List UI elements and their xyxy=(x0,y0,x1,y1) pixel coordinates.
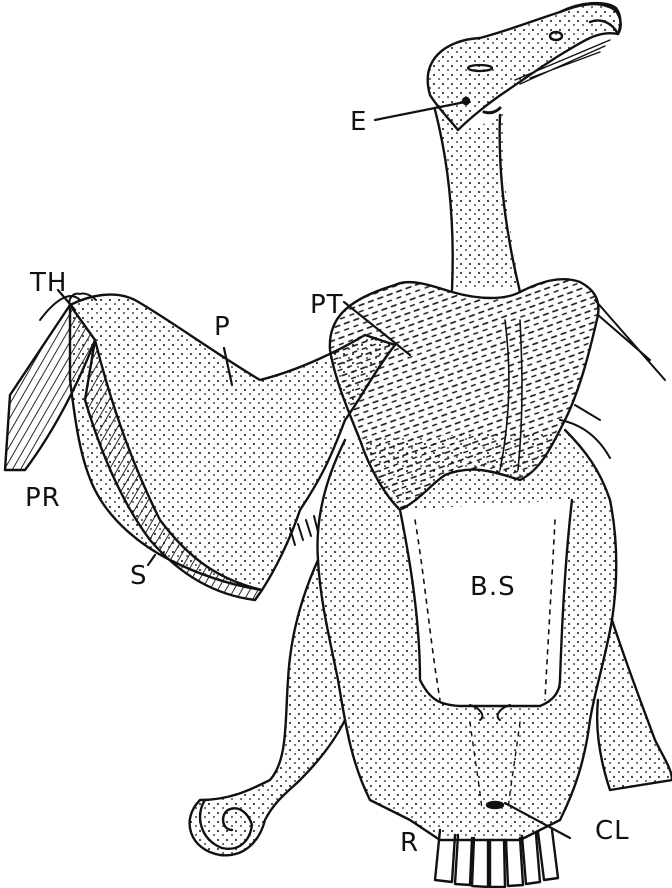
label-BS: B.S xyxy=(470,572,516,602)
label-PT: PT xyxy=(310,290,344,320)
legs xyxy=(188,558,672,857)
label-CL: CL xyxy=(595,816,630,846)
leader-lines xyxy=(56,100,572,840)
tail-feathers xyxy=(433,828,560,888)
head xyxy=(426,1,622,132)
leader-E xyxy=(373,100,467,122)
leader-CL xyxy=(503,801,572,840)
leader-P xyxy=(222,346,234,387)
wing xyxy=(3,292,397,602)
label-R: R xyxy=(400,828,420,858)
label-PR: PR xyxy=(25,483,61,513)
leader-TH xyxy=(56,288,77,312)
neck xyxy=(433,108,522,294)
label-S: S xyxy=(130,561,148,591)
label-E: E xyxy=(350,107,368,137)
body xyxy=(316,428,618,842)
label-TH: TH xyxy=(30,268,68,298)
leader-PT xyxy=(342,300,412,357)
label-P: P xyxy=(214,312,231,342)
leader-S xyxy=(146,553,157,567)
